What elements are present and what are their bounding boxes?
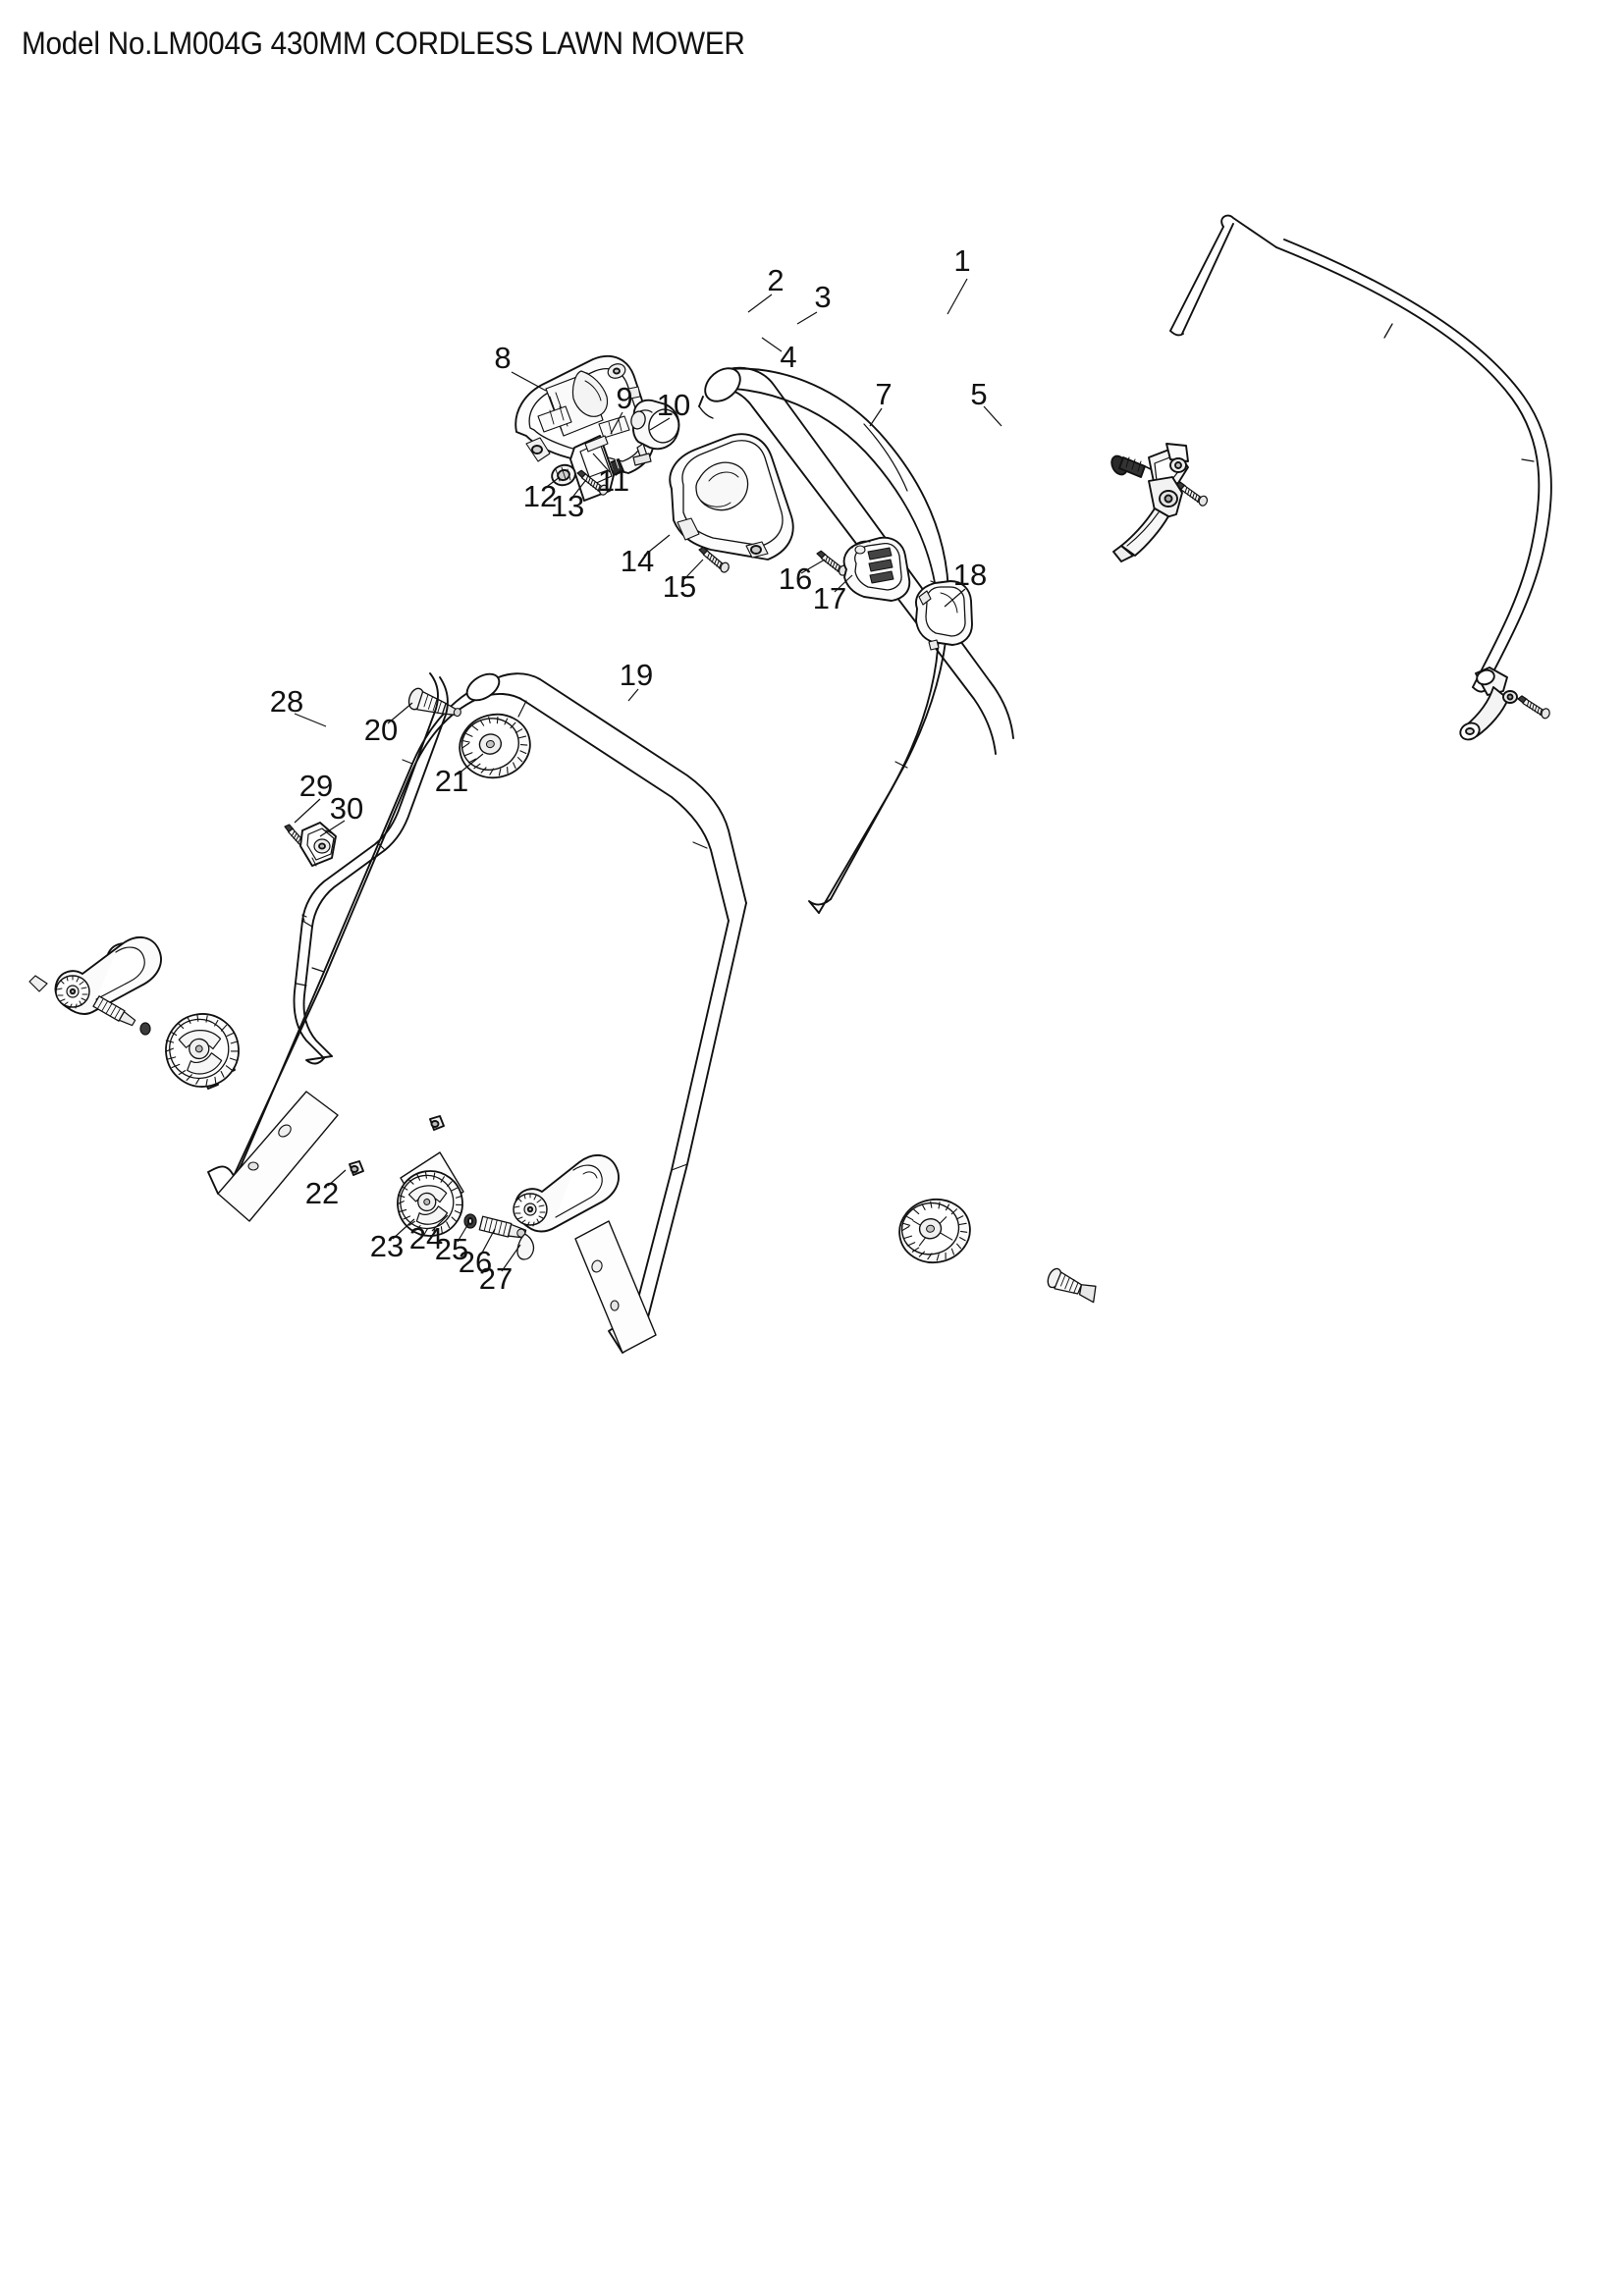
part-19-lower-handle-tube — [207, 672, 747, 1354]
callout-number-23[interactable]: 23 — [370, 1229, 404, 1263]
callout-number-15[interactable]: 15 — [663, 569, 696, 604]
callout-number-27[interactable]: 27 — [479, 1261, 513, 1296]
callout-number-29[interactable]: 29 — [299, 769, 333, 803]
callout-number-2[interactable]: 2 — [767, 263, 784, 297]
callout-number-9[interactable]: 9 — [616, 381, 632, 415]
part-14-handle-grip-cover — [669, 433, 794, 561]
part-8-switch-housing — [514, 354, 655, 474]
part-11-switch-cover-plate — [569, 435, 615, 502]
leader-line-24 — [431, 1214, 449, 1232]
page-title: Model No.LM004G 430MM CORDLESS LAWN MOWE… — [22, 26, 745, 61]
mirrored-height-adjuster — [28, 935, 240, 1088]
callout-number-19[interactable]: 19 — [620, 658, 653, 692]
part-25-flat-washer — [463, 1213, 477, 1229]
part-18-end-cap — [915, 580, 973, 651]
callout-number-10[interactable]: 10 — [657, 388, 690, 422]
part-28-safety-bail-rod — [293, 672, 449, 1065]
part-5-handle-mount-bracket — [1459, 667, 1553, 741]
leader-line-20 — [387, 702, 413, 724]
callout-number-22[interactable]: 22 — [305, 1176, 339, 1210]
callout-number-1[interactable]: 1 — [953, 243, 970, 278]
leader-line-17 — [834, 574, 853, 593]
callout-number-25[interactable]: 25 — [435, 1232, 468, 1266]
leader-line-21 — [457, 753, 484, 775]
callout-number-20[interactable]: 20 — [364, 713, 398, 747]
callout-number-30[interactable]: 30 — [330, 791, 363, 826]
part-12-lock-nut — [551, 463, 576, 487]
leader-line-28 — [294, 713, 327, 727]
leader-line-12 — [543, 476, 561, 490]
leader-line-13 — [570, 480, 586, 500]
callout-number-8[interactable]: 8 — [494, 341, 511, 375]
callout-number-5[interactable]: 5 — [970, 377, 987, 411]
part-27-clamping-lever — [513, 1153, 620, 1233]
leader-line-8 — [511, 371, 547, 392]
callout-number-11[interactable]: 11 — [598, 463, 629, 498]
callout-number-4[interactable]: 4 — [780, 340, 796, 374]
leader-line-23 — [392, 1218, 415, 1240]
callout-number-24[interactable]: 24 — [409, 1221, 443, 1255]
callout-number-3[interactable]: 3 — [814, 280, 831, 314]
callout-number-16[interactable]: 16 — [779, 561, 812, 596]
leader-line-27 — [501, 1244, 521, 1272]
part-30-cable-clamp-bracket — [299, 822, 337, 867]
leader-line-15 — [683, 559, 704, 580]
leader-line-25 — [457, 1221, 470, 1243]
leader-line-10 — [649, 417, 671, 431]
callout-number-17[interactable]: 17 — [813, 581, 846, 615]
leader-line-11 — [592, 453, 611, 473]
callout-number-13[interactable]: 13 — [551, 489, 584, 523]
leader-line-22 — [327, 1169, 347, 1187]
duplicate-carriage-bolt — [1047, 1267, 1097, 1304]
leader-line-1 — [947, 278, 968, 315]
callout-number-14[interactable]: 14 — [621, 544, 654, 578]
callout-number-21[interactable]: 21 — [435, 764, 468, 798]
leader-line-7 — [869, 407, 883, 427]
leader-line-29 — [294, 798, 321, 824]
part-22-cable-tie-clip — [349, 1160, 364, 1176]
part-21-handle-knob — [459, 713, 531, 779]
leader-line-14 — [643, 534, 671, 557]
part-2-rubber-grommet-cap — [1110, 454, 1156, 478]
leader-line-26 — [480, 1228, 496, 1255]
callout-number-18[interactable]: 18 — [953, 558, 987, 592]
leader-line-4 — [761, 337, 783, 352]
leader-line-30 — [319, 820, 346, 837]
leader-line-3 — [796, 311, 818, 325]
callout-number-28[interactable]: 28 — [270, 684, 303, 719]
leader-line-19 — [627, 688, 639, 702]
part-26-threaded-pin — [478, 1215, 535, 1260]
part-20-carriage-bolt — [407, 687, 461, 718]
duplicate-handle-knob — [898, 1198, 971, 1264]
leader-line-5 — [983, 405, 1002, 427]
leader-line-18 — [944, 588, 966, 608]
callout-number-12[interactable]: 12 — [523, 479, 557, 513]
part-4-brake-lever-assembly — [1112, 443, 1189, 562]
part-17-cable-clamp-hook — [842, 536, 911, 602]
callout-number-7[interactable]: 7 — [875, 377, 892, 411]
part-1-upper-handle-bar-bail — [1169, 214, 1552, 693]
leader-line-2 — [747, 294, 773, 313]
leader-line-9 — [610, 411, 623, 435]
part-10-switch-module-cylinder — [630, 399, 680, 466]
duplicate-cable-tie-clip — [429, 1115, 445, 1131]
callout-number-26[interactable]: 26 — [459, 1245, 492, 1279]
leader-line-16 — [800, 559, 826, 574]
